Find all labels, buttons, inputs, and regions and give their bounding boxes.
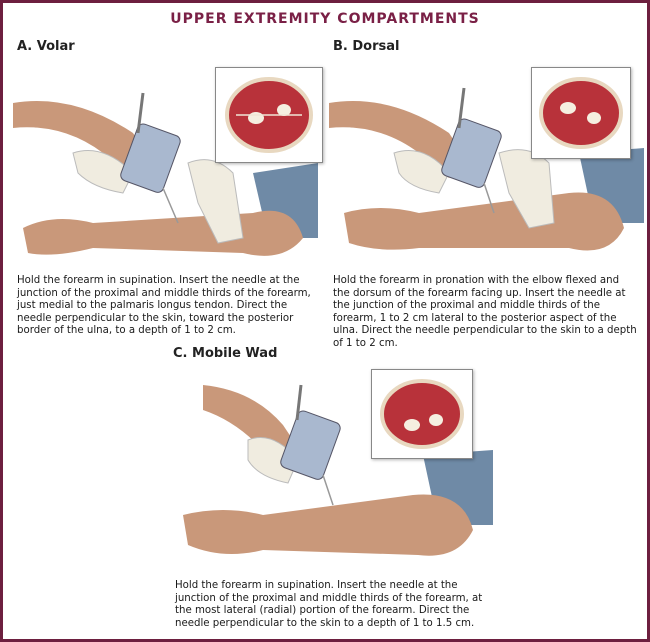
mobile-wad-cross-section-inset [371,369,473,459]
panel-b-label: B. Dorsal [333,39,400,54]
panel-c-description: Hold the forearm in supination. Insert t… [175,580,483,629]
mobile-wad-injection-illustration [183,384,493,556]
panel-a-description: Hold the forearm in supination. Insert t… [17,275,311,337]
panel-c-label: C. Mobile Wad [173,346,278,361]
panel-a-label: A. Volar [17,39,75,54]
volar-injection-illustration [13,92,318,256]
figure-title: UPPER EXTREMITY COMPARTMENTS [170,11,480,27]
cross-section-icon [225,77,313,153]
cross-section-icon [380,379,464,449]
dorsal-cross-section-inset [531,67,631,159]
panel-b-description: Hold the forearm in pronation with the e… [333,275,637,349]
dorsal-injection-illustration [329,87,644,251]
cross-section-icon [539,77,623,149]
volar-cross-section-inset [215,67,323,163]
